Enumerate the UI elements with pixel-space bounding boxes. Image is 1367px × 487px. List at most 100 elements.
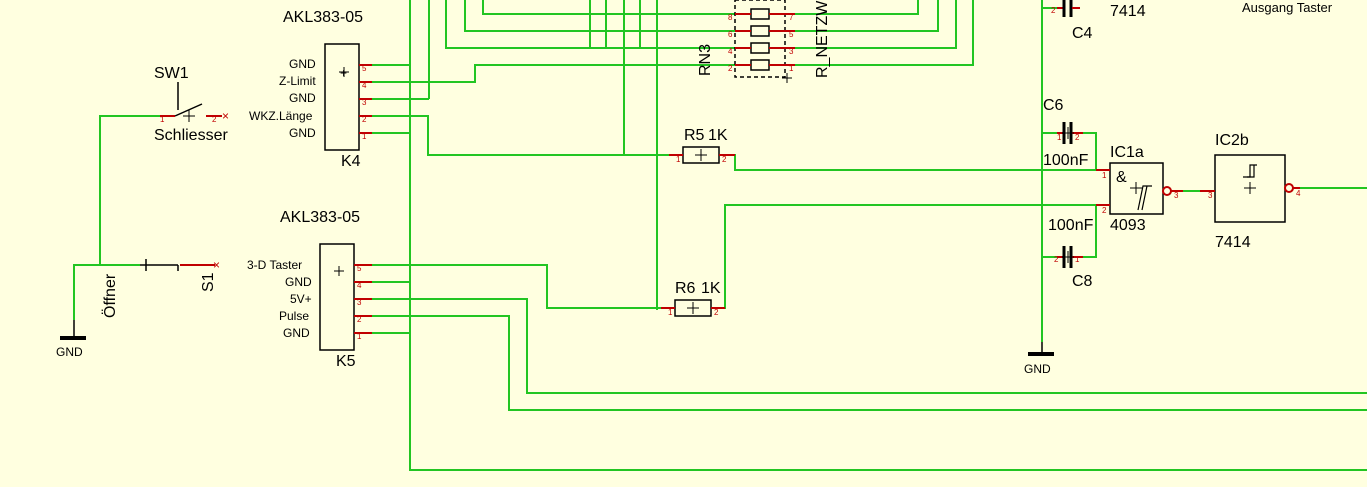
k4-ref: K4 bbox=[341, 153, 361, 170]
wire-top-c bbox=[464, 0, 735, 32]
wire-k5-3 bbox=[372, 298, 1367, 394]
rn3-num-5: 5 bbox=[789, 30, 794, 39]
wire-rn3-r4 bbox=[795, 0, 974, 66]
resistor-network-rn3[interactable]: 8 6 4 2 7 5 3 1 RN3 R_NETZW bbox=[697, 0, 831, 78]
k5-num-5: 5 bbox=[357, 264, 362, 273]
svg-text:×: × bbox=[222, 109, 229, 123]
c6-pin2: 2 bbox=[1075, 133, 1080, 142]
capacitor-c8[interactable]: 100nF 2 1 C8 bbox=[1048, 217, 1094, 290]
switch-s1[interactable]: × Öffner S1 bbox=[101, 258, 220, 318]
k4-num-2: 2 bbox=[362, 115, 367, 124]
gnd-right-label: GND bbox=[1024, 362, 1051, 376]
k4-pin-1-label: GND bbox=[289, 126, 316, 140]
rn3-num-3: 3 bbox=[789, 47, 794, 56]
capacitor-c6[interactable]: C6 1 2 100nF bbox=[1043, 97, 1089, 169]
wire-c6-r bbox=[1083, 132, 1097, 170]
k4-pin-3-label: GND bbox=[289, 91, 316, 105]
rn3-num-2: 2 bbox=[728, 64, 733, 73]
rn3-ref: RN3 bbox=[697, 44, 714, 76]
c6-value: 100nF bbox=[1043, 152, 1089, 169]
capacitor-c4[interactable]: 2 C4 7414 bbox=[1051, 0, 1146, 42]
rn3-num-6: 6 bbox=[728, 30, 733, 39]
top-part: 7414 bbox=[1110, 3, 1146, 20]
gate-ic1a[interactable]: IC1a & 1 2 3 4093 bbox=[1096, 144, 1183, 234]
k5-num-1: 1 bbox=[357, 332, 362, 341]
r5-pin2: 2 bbox=[722, 155, 727, 164]
ic2b-part: 7414 bbox=[1215, 234, 1251, 251]
k4-pin-4-label: Z-Limit bbox=[279, 74, 316, 88]
r5-value: 1K bbox=[708, 127, 728, 144]
ic1a-ref: IC1a bbox=[1110, 144, 1144, 161]
wire-rn3-r3 bbox=[795, 0, 957, 49]
k5-pin-5-label: 3-D Taster bbox=[247, 258, 302, 272]
ic1a-pin3: 3 bbox=[1174, 191, 1179, 200]
k4-num-1: 1 bbox=[362, 132, 367, 141]
wire-rn3-r2 bbox=[795, 0, 939, 32]
k4-part: AKL383-05 bbox=[283, 9, 363, 26]
ic1a-part: 4093 bbox=[1110, 217, 1146, 234]
wire-gnd-bus bbox=[409, 0, 1367, 471]
r5-ref: R5 bbox=[684, 127, 705, 144]
k4-num-3: 3 bbox=[362, 98, 367, 107]
r6-pin2: 2 bbox=[714, 308, 719, 317]
resistor-r5[interactable]: R5 1K 1 2 bbox=[669, 127, 735, 164]
switch-sw1[interactable]: SW1 × 1 2 Schliesser bbox=[154, 65, 229, 144]
connector-k5[interactable]: AKL383-05 3-D Taster GND 5V+ Pulse GND 5… bbox=[247, 209, 372, 370]
wire-k4-4 bbox=[372, 64, 735, 83]
ic2b-ref: IC2b bbox=[1215, 132, 1249, 149]
connector-k4[interactable]: AKL383-05 + GND Z-Limit GND WKZ.Länge GN… bbox=[249, 9, 372, 170]
c8-pin2: 1 bbox=[1075, 255, 1080, 264]
k5-pin-1-label: GND bbox=[283, 326, 310, 340]
gnd-left-label: GND bbox=[56, 345, 83, 359]
wire-s1 bbox=[73, 264, 140, 320]
k5-part: AKL383-05 bbox=[280, 209, 360, 226]
rn3-num-7: 7 bbox=[789, 13, 794, 22]
wire-rn3-r1 bbox=[795, 0, 919, 15]
r6-pin1: 1 bbox=[668, 308, 673, 317]
k5-num-4: 4 bbox=[357, 281, 362, 290]
r5-pin1: 1 bbox=[676, 155, 681, 164]
part-origin-marks bbox=[183, 67, 1256, 314]
wire-k4-2 bbox=[372, 115, 683, 156]
c8-pin1: 2 bbox=[1054, 255, 1059, 264]
ic1a-pin2: 2 bbox=[1102, 206, 1107, 215]
resistor-r6[interactable]: R6 1K 1 2 bbox=[661, 280, 725, 317]
k4-body bbox=[324, 43, 360, 151]
gnd-symbol-right: GND bbox=[1024, 342, 1054, 376]
s1-ref: S1 bbox=[200, 272, 217, 292]
k4-pin-5-label: GND bbox=[289, 57, 316, 71]
k4-num-4: 4 bbox=[362, 81, 367, 90]
ic1a-symbol: & bbox=[1116, 169, 1127, 186]
c6-ref: C6 bbox=[1043, 97, 1064, 114]
gnd-symbol-left: GND bbox=[56, 320, 86, 359]
k5-num-2: 2 bbox=[357, 315, 362, 324]
ic2b-pin3: 3 bbox=[1208, 191, 1213, 200]
k5-pin-2-label: Pulse bbox=[279, 309, 309, 323]
s1-type: Öffner bbox=[101, 273, 119, 318]
wire-sw1 bbox=[99, 115, 160, 265]
c8-value: 100nF bbox=[1048, 217, 1094, 234]
k4-pin-2-label: WKZ.Länge bbox=[249, 109, 313, 123]
ic2b-pin4: 4 bbox=[1296, 189, 1301, 198]
gate-ic2b[interactable]: IC2b 3 4 7414 bbox=[1200, 132, 1301, 251]
c4-pin: 2 bbox=[1051, 6, 1056, 15]
rn3-num-4: 4 bbox=[728, 47, 733, 56]
c4-ref: C4 bbox=[1072, 25, 1093, 42]
r6-value: 1K bbox=[701, 280, 721, 297]
wire-k5-5 bbox=[372, 264, 672, 309]
wires bbox=[73, 0, 1367, 471]
sw1-ref: SW1 bbox=[154, 65, 189, 82]
rn3-num-8: 8 bbox=[728, 13, 733, 22]
rn3-name: R_NETZW bbox=[814, 0, 831, 78]
sw1-pin2: 2 bbox=[212, 115, 217, 124]
note-label: Ausgang Taster bbox=[1242, 0, 1333, 15]
k4-num-5: 5 bbox=[362, 64, 367, 73]
wire-top-b bbox=[445, 0, 735, 49]
wire-top-d bbox=[482, 0, 735, 15]
c6-pin1: 1 bbox=[1057, 133, 1062, 142]
c8-ref: C8 bbox=[1072, 273, 1093, 290]
k5-pin-4-label: GND bbox=[285, 275, 312, 289]
k5-pin-3-label: 5V+ bbox=[290, 292, 312, 306]
ic1a-pin1: 1 bbox=[1102, 171, 1107, 180]
